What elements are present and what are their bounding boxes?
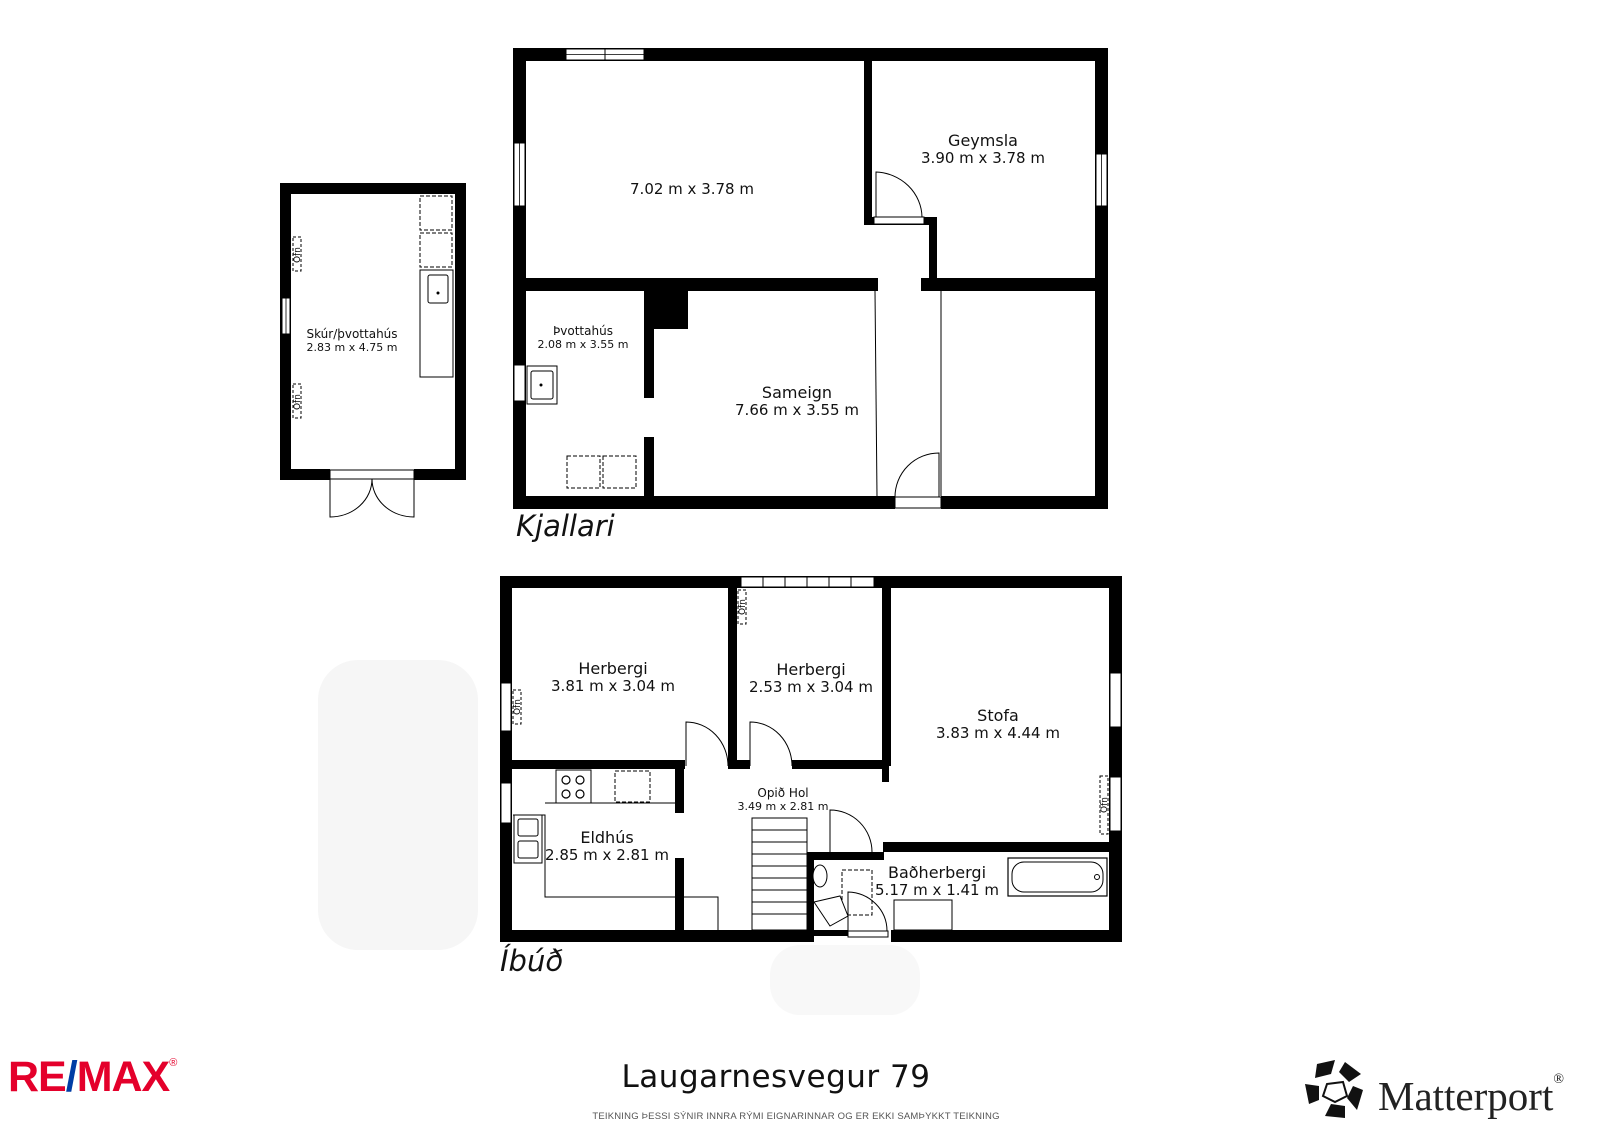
room-bedroom-2: Herbergi 2.53 m x 3.04 m [749, 660, 873, 697]
room-name: Stofa [977, 706, 1019, 725]
room-basement-big: 7.02 m x 3.78 m [630, 180, 754, 198]
room-name: Herbergi [776, 660, 846, 679]
room-dimensions: 3.83 m x 4.44 m [936, 724, 1060, 743]
room-name: Opið Hol [757, 786, 809, 800]
remax-logo: RE/MAX® [8, 1053, 177, 1101]
room-dimensions: 5.17 m x 1.41 m [875, 881, 999, 900]
room-dimensions: 3.49 m x 2.81 m [737, 799, 829, 813]
disclaimer-text: TEIKNING ÞESSI SÝNIR INNRA RÝMI EIGNARIN… [592, 1111, 1000, 1122]
room-name: Geymsla [948, 131, 1018, 150]
room-name: Baðherbergi [887, 863, 987, 882]
room-shed: Skúr/þvottahús 2.83 m x 4.75 m [306, 327, 398, 354]
room-geymsla: Geymsla 3.90 m x 3.78 m [921, 131, 1045, 168]
room-dimensions: 2.83 m x 4.75 m [306, 340, 398, 354]
room-name: Eldhús [580, 828, 634, 847]
apartment-outline [318, 576, 1122, 1015]
registered-mark: ® [1553, 1072, 1564, 1087]
room-dimensions: 3.90 m x 3.78 m [921, 149, 1045, 168]
room-dimensions: 2.85 m x 2.81 m [545, 846, 669, 865]
radiator-label-bedroom2: Ofn [738, 599, 748, 615]
radiator-label-bedroom1: Ofn [513, 699, 523, 715]
room-name: Skúr/þvottahús [306, 327, 398, 341]
room-laundry: Þvottahús 2.08 m x 3.55 m [537, 324, 629, 351]
room-dimensions: 7.02 m x 3.78 m [630, 180, 754, 198]
basement-outline [513, 48, 1108, 509]
room-bathroom: Baðherbergi 5.17 m x 1.41 m [875, 863, 999, 900]
room-hall: Opið Hol 3.49 m x 2.81 m [737, 786, 829, 813]
room-dimensions: 3.81 m x 3.04 m [551, 677, 675, 696]
property-address: Laugarnesvegur 79 [621, 1059, 931, 1095]
room-bedroom-1: Herbergi 3.81 m x 3.04 m [551, 659, 675, 696]
registered-mark: ® [169, 1057, 177, 1069]
room-dimensions: 2.53 m x 3.04 m [749, 678, 873, 697]
room-name: Sameign [761, 383, 833, 402]
matterport-logo: Matterport® [1378, 1072, 1564, 1120]
room-stofa: Stofa 3.83 m x 4.44 m [936, 706, 1060, 743]
vendor-logo-text: Matterport [1378, 1073, 1554, 1119]
matterport-logo-icon [1305, 1060, 1363, 1118]
room-dimensions: 7.66 m x 3.55 m [735, 401, 859, 420]
floor-label-basement: Kjallari [516, 509, 615, 543]
room-sameign: Sameign 7.66 m x 3.55 m [735, 383, 859, 420]
room-name: Þvottahús [553, 324, 613, 338]
floor-label-apartment: Íbúð [500, 944, 564, 978]
radiator-label-stofa: Ofn [1100, 797, 1110, 813]
radiator-label-shed-1: Ofn [293, 247, 303, 263]
shed-outline [280, 183, 466, 518]
radiator-label-shed-2: Ofn [293, 394, 303, 410]
room-name: Herbergi [578, 659, 648, 678]
room-kitchen: Eldhús 2.85 m x 2.81 m [545, 828, 669, 865]
room-dimensions: 2.08 m x 3.55 m [537, 337, 629, 351]
